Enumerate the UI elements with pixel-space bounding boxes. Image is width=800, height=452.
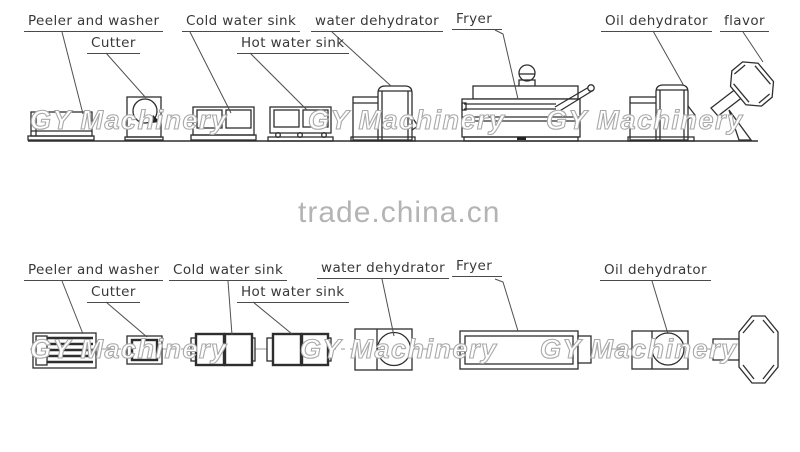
hot-water-sink-side — [267, 106, 334, 142]
label-oil-dehydrator-plan: Oil dehydrator — [600, 262, 711, 281]
cold-water-sink-side — [190, 106, 257, 141]
peeler-washer-plan — [32, 332, 97, 369]
plan-view-leader-lines — [61, 278, 669, 338]
label-cold-water-sink-side: Cold water sink — [182, 13, 301, 32]
label-water-dehydrator-side: water dehydrator — [311, 13, 444, 32]
watermark-site: trade.china.cn — [298, 196, 501, 229]
label-cutter-side: Cutter — [87, 35, 140, 54]
plan-view-drawing — [30, 278, 779, 384]
label-oil-dehydrator-side: Oil dehydrator — [601, 13, 712, 32]
fryer-plan — [459, 330, 592, 370]
side-view-leader-lines — [61, 29, 764, 115]
hot-water-sink-plan — [266, 332, 332, 367]
label-cutter-plan: Cutter — [87, 284, 140, 303]
label-peeler-washer-plan: Peeler and washer — [24, 262, 164, 281]
cutter-side — [124, 96, 164, 141]
label-cold-water-sink-plan: Cold water sink — [169, 262, 288, 281]
water-dehydrator-plan — [354, 328, 413, 371]
peeler-washer-side — [27, 111, 95, 141]
label-fryer-plan: Fryer — [452, 258, 503, 277]
label-flavor-side: flavor — [720, 13, 769, 32]
flavor-machine-side — [710, 61, 775, 141]
cold-water-sink-plan — [190, 332, 256, 367]
label-hot-water-sink-plan: Hot water sink — [237, 284, 349, 303]
watermark-brand: GY Machinery — [307, 104, 506, 135]
cutter-plan — [126, 335, 163, 365]
label-peeler-washer-side: Peeler and washer — [24, 13, 164, 32]
watermark-brand: GY Machinery — [29, 333, 228, 364]
watermark-brand: GY Machinery — [539, 333, 738, 364]
label-fryer-side: Fryer — [452, 11, 503, 30]
watermark-brand: GY Machinery — [29, 104, 228, 135]
watermark-brand: GY Machinery — [545, 104, 744, 135]
water-dehydrator-side — [350, 85, 419, 142]
flavor-machine-plan — [712, 315, 779, 384]
side-view-drawing — [27, 29, 775, 142]
oil-dehydrator-plan — [631, 330, 689, 370]
oil-dehydrator-side — [627, 84, 696, 142]
fryer-side — [461, 64, 595, 142]
watermark-brand: GY Machinery — [299, 333, 498, 364]
label-hot-water-sink-side: Hot water sink — [237, 35, 349, 54]
label-water-dehydrator-plan: water dehydrator — [317, 260, 450, 279]
